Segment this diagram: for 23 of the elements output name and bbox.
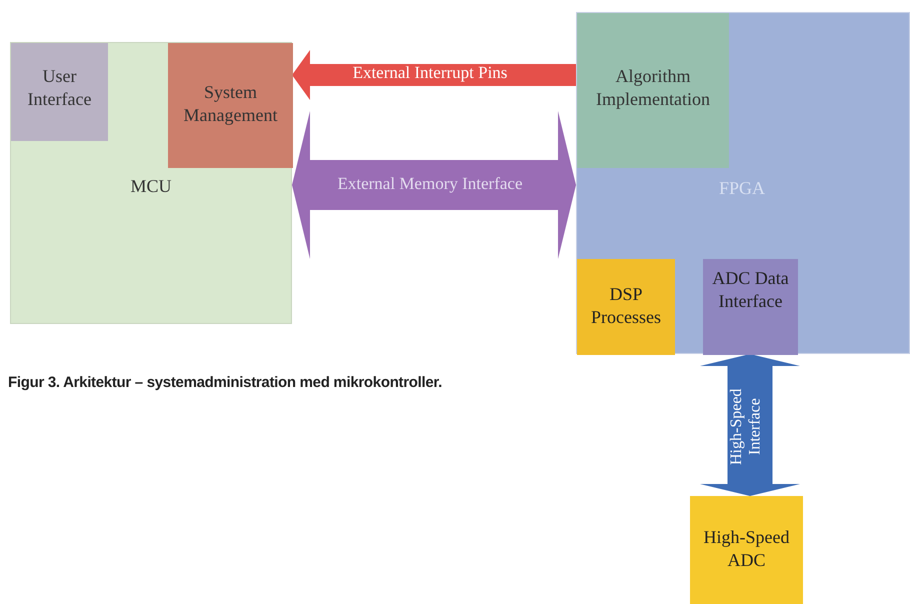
high-speed-interface-arrow [700, 354, 800, 496]
interrupt-arrow [292, 50, 576, 100]
block-label: FPGA [718, 177, 766, 200]
figure-caption: Figur 3. Arkitektur – systemadministration med mikrokontroller. [8, 374, 442, 391]
block-label: User Interface [26, 65, 92, 112]
dsp-block [577, 259, 675, 355]
block-label: High-Speed ADC [702, 526, 790, 572]
edge-label: High-Speed Interface [728, 388, 764, 468]
mcu-block [10, 42, 292, 324]
edge-label: External Memory Interface [336, 174, 524, 194]
edge-label: External Interrupt Pins [352, 63, 508, 84]
adc-interface-block [703, 259, 798, 355]
block-label: Algorithm Implementation [595, 65, 711, 112]
block-label: System Management [182, 81, 278, 128]
adc-chip-block [690, 496, 803, 604]
block-label: ADC Data Interface [711, 267, 790, 314]
block-label: DSP Processes [590, 283, 662, 330]
memory-interface-arrow [292, 111, 576, 259]
user-interface-block [11, 43, 108, 141]
block-label: MCU [129, 175, 172, 198]
system-management-block [168, 43, 293, 168]
fpga-block [576, 12, 910, 354]
algorithm-block [577, 13, 729, 168]
